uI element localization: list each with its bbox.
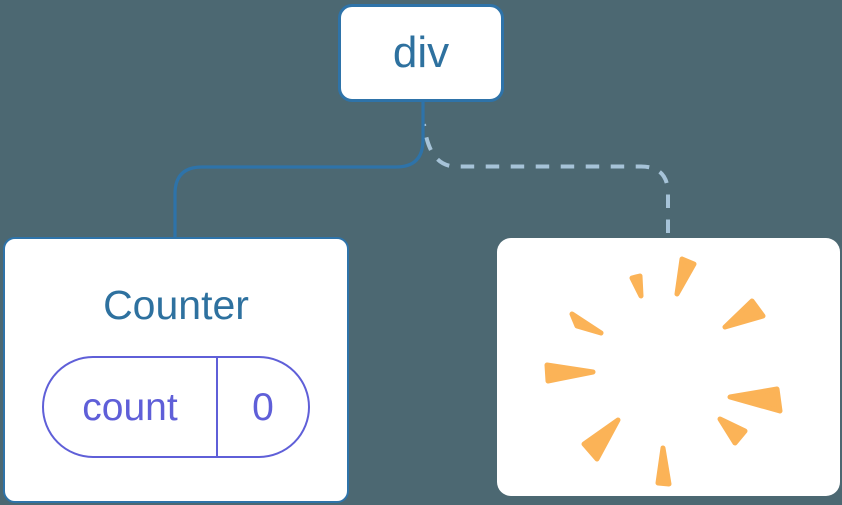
tree-node-removed-component — [497, 238, 840, 496]
dashed-connector-line — [422, 123, 670, 239]
tree-node-div: div — [338, 4, 504, 102]
state-value-cell: 0 — [218, 358, 308, 456]
div-node-label: div — [392, 28, 450, 77]
state-key-label: count — [82, 385, 178, 429]
tree-node-counter-component: Counter count 0 — [3, 237, 349, 503]
solid-connector-line — [173, 100, 425, 238]
counter-component-title: Counter — [103, 282, 249, 328]
state-value-label: 0 — [252, 385, 274, 429]
poof-burst-wedges — [544, 256, 783, 487]
state-pill: count 0 — [42, 356, 310, 458]
state-key-cell: count — [44, 358, 218, 456]
poof-burst-icon — [544, 256, 783, 487]
